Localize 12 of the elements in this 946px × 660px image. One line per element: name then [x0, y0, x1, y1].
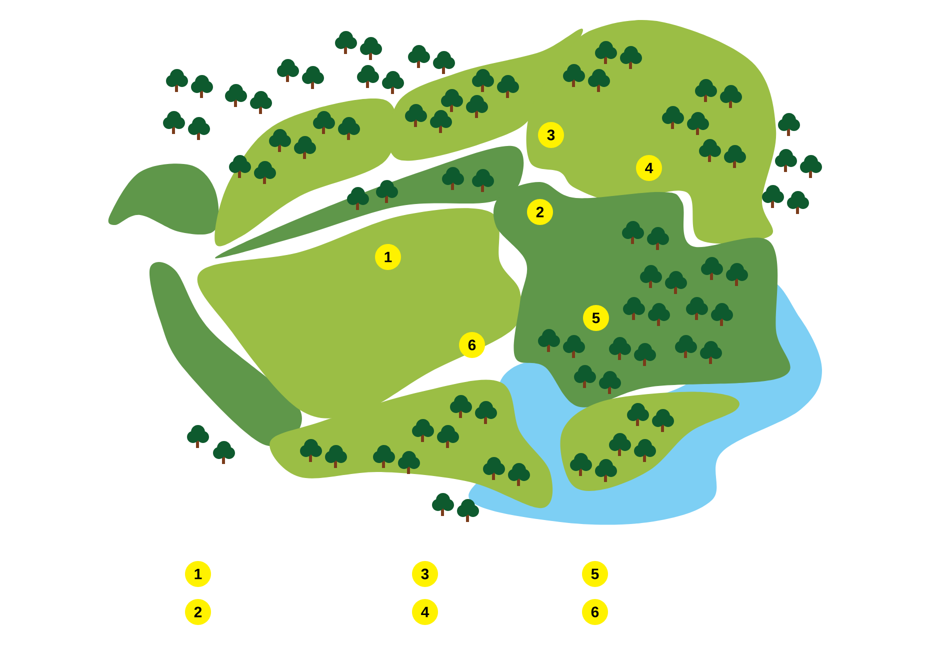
callout-number: 2: [185, 599, 211, 625]
callout-number: 3: [412, 561, 438, 587]
callout-number: 6: [582, 599, 608, 625]
callout-number: 6: [459, 332, 485, 358]
callout-number: 4: [412, 599, 438, 625]
callout-number: 3: [538, 122, 564, 148]
callout-number: 1: [375, 244, 401, 270]
callout-number: 2: [527, 199, 553, 225]
callout-number: 5: [582, 561, 608, 587]
callout-number: 1: [185, 561, 211, 587]
callout-number: 4: [636, 155, 662, 181]
callout-number: 5: [583, 305, 609, 331]
